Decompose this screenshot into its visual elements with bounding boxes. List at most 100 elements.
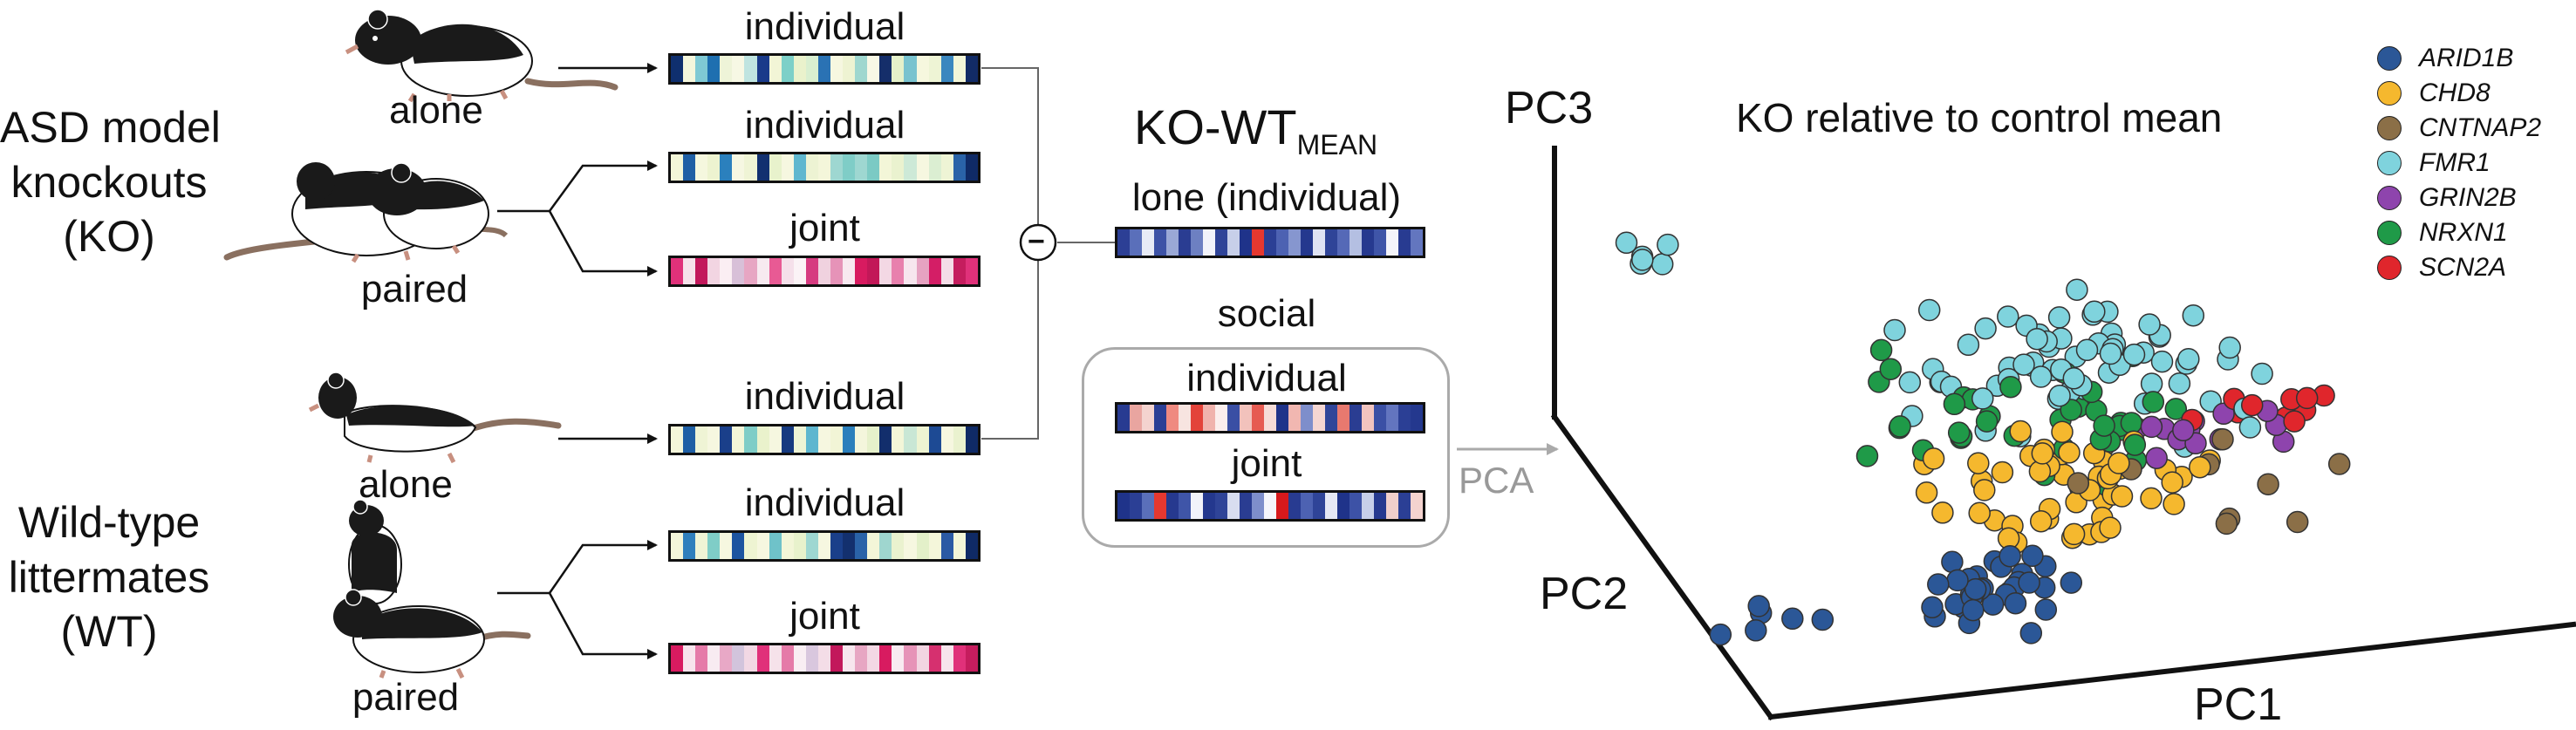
strip-cell [793,645,806,672]
strip-cell [756,258,769,284]
strip-cell [720,258,733,284]
strip-cell [1276,405,1288,431]
strip-cell [830,154,844,181]
strip-cell [805,426,818,453]
rat-icon-ko-paired [223,162,509,263]
scatter-point [2177,347,2200,371]
strip-wt-joint [668,643,981,674]
scatter-point [2140,487,2163,510]
legend-dot [2377,151,2402,175]
strip-cell [707,426,721,453]
strip-cell [965,426,978,453]
strip-cell [940,426,953,453]
strip-cell [756,56,769,82]
strip-cell [744,645,757,672]
scatter-point [2140,415,2163,439]
scatter-point [1927,573,1950,596]
strip-cell [953,258,966,284]
strip-cell [707,154,721,181]
scatter-point [1962,598,1985,622]
scatter-point [2161,471,2183,494]
strip-cell [1179,405,1191,431]
strip-cell [781,645,794,672]
strip-cell [879,645,892,672]
scatter-point [2283,410,2306,433]
strip-cell [781,426,794,453]
scatter-point [2058,441,2081,464]
strip-cell [940,56,953,82]
strip-cell [756,154,769,181]
scatter-point [2168,372,2191,395]
strip-cell [830,533,844,559]
strip-cell [916,154,929,181]
strip-cell [671,154,684,181]
strip-cell [781,56,794,82]
scatter-point [2018,571,2040,594]
scatter-point [1957,333,1980,357]
scatter-point [1657,233,1679,256]
strip-cell [1166,493,1179,519]
social-box [1082,347,1450,548]
scatter-point [2145,447,2168,469]
strip-cell [769,56,782,82]
strip-cell [769,645,782,672]
strip-cell [1117,405,1130,431]
strip-cell [855,645,868,672]
strip-cell [830,56,844,82]
pca-axes [1550,146,2576,720]
strip-cell [1374,229,1386,256]
strip-cell [830,426,844,453]
strip-cell [1264,405,1276,431]
strip-cell [781,258,794,284]
strip-cell [916,56,929,82]
strip-cell [769,258,782,284]
ko-wt-mean-title: KO-WTMEAN [1134,103,1377,160]
strip-cell [830,258,844,284]
scatter-point [2075,338,2099,362]
strip-cell [1362,405,1374,431]
scatter-point [1747,595,1770,617]
strip-cell [1386,405,1398,431]
scatter-point [2031,442,2054,465]
strip-cell [867,154,880,181]
legend-label: GRIN2B [2419,183,2517,212]
strip-cell [1117,493,1130,519]
legend-item-chd8: CHD8 [2377,78,2491,108]
strip-cell [965,154,978,181]
strip-cell [707,56,721,82]
scatter-point [1973,479,1996,501]
scatter-point [1915,481,1938,504]
legend-item-fmr1: FMR1 [2377,148,2491,178]
strip-cell [793,426,806,453]
strip-cell [1154,229,1166,256]
strip-cell [1313,405,1325,431]
strip-cell [1386,493,1398,519]
strip-cell [817,258,831,284]
strip-cell [1349,229,1362,256]
scatter-point [2051,420,2074,443]
strip-cell [1154,405,1166,431]
strip-cell [756,426,769,453]
strip-cell [720,533,733,559]
strip-cell [683,645,696,672]
strip-cell [732,533,745,559]
strip-cell [1191,405,1203,431]
scatter-point [1615,231,1638,255]
scatter-point [1921,596,1944,619]
strip-cell [1398,493,1411,519]
strip-cell [744,154,757,181]
scatter-point [1889,415,1911,438]
strip-cell [805,533,818,559]
scatter-point [2215,512,2238,536]
strip-cell [953,154,966,181]
strip-cell [1374,493,1386,519]
strip-cell [720,645,733,672]
scatter-point [2034,598,2058,621]
strip-cell [843,154,856,181]
strip-cell [892,533,905,559]
legend-label: CNTNAP2 [2419,113,2542,142]
legend-item-grin2b: GRIN2B [2377,183,2517,213]
strip-cell [1203,493,1215,519]
strip-cell [843,56,856,82]
strip-cell [1240,405,1252,431]
